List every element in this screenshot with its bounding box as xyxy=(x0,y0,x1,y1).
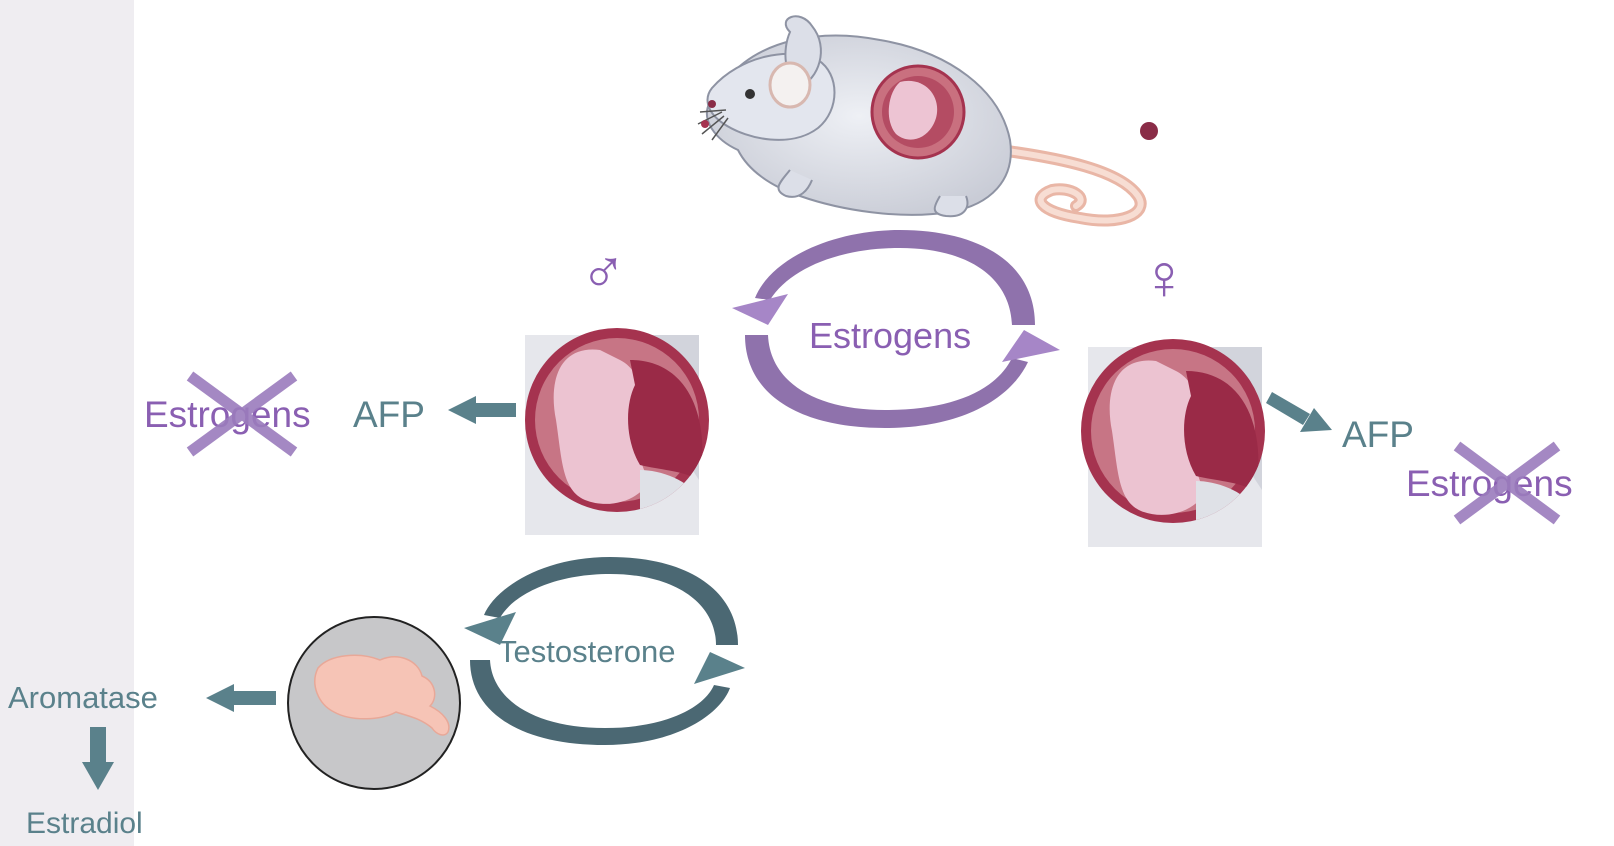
testosterone-cycle-label: Testosterone xyxy=(498,634,676,669)
male-uterus-embryo-icon xyxy=(525,328,709,535)
afp-arrow-left xyxy=(448,396,516,424)
estradiol-label: Estradiol xyxy=(26,807,143,840)
male-symbol: ♂ xyxy=(580,238,627,307)
estrogens-blocked-male-label: Estrogens xyxy=(144,394,311,435)
estrogens-blocked-female-label: Estrogens xyxy=(1406,463,1573,504)
estrogens-cycle-label: Estrogens xyxy=(809,315,972,356)
estrogen-arrowhead-left xyxy=(732,294,788,325)
afp-male-label: AFP xyxy=(353,394,425,435)
testosterone-arrowhead-left xyxy=(464,612,516,645)
aromatase-arrow-left xyxy=(206,684,276,712)
female-symbol: ♀ xyxy=(1140,241,1188,313)
brain-circle-icon xyxy=(287,616,461,790)
aromatase-label: Aromatase xyxy=(8,680,158,715)
estrogen-cycle-arrows xyxy=(732,230,1060,428)
mouse-illustration-icon xyxy=(697,15,1158,227)
side-panel xyxy=(0,0,134,846)
afp-arrow-right xyxy=(1266,392,1332,432)
afp-female-label: AFP xyxy=(1342,414,1414,455)
testosterone-cycle-arrows xyxy=(464,557,745,745)
estradiol-arrow-down xyxy=(82,727,114,790)
estrogen-arrowhead-right xyxy=(1002,330,1060,362)
testosterone-arrowhead-right xyxy=(694,652,745,684)
brain-icon xyxy=(314,654,450,736)
female-uterus-embryo-icon xyxy=(1081,339,1265,547)
